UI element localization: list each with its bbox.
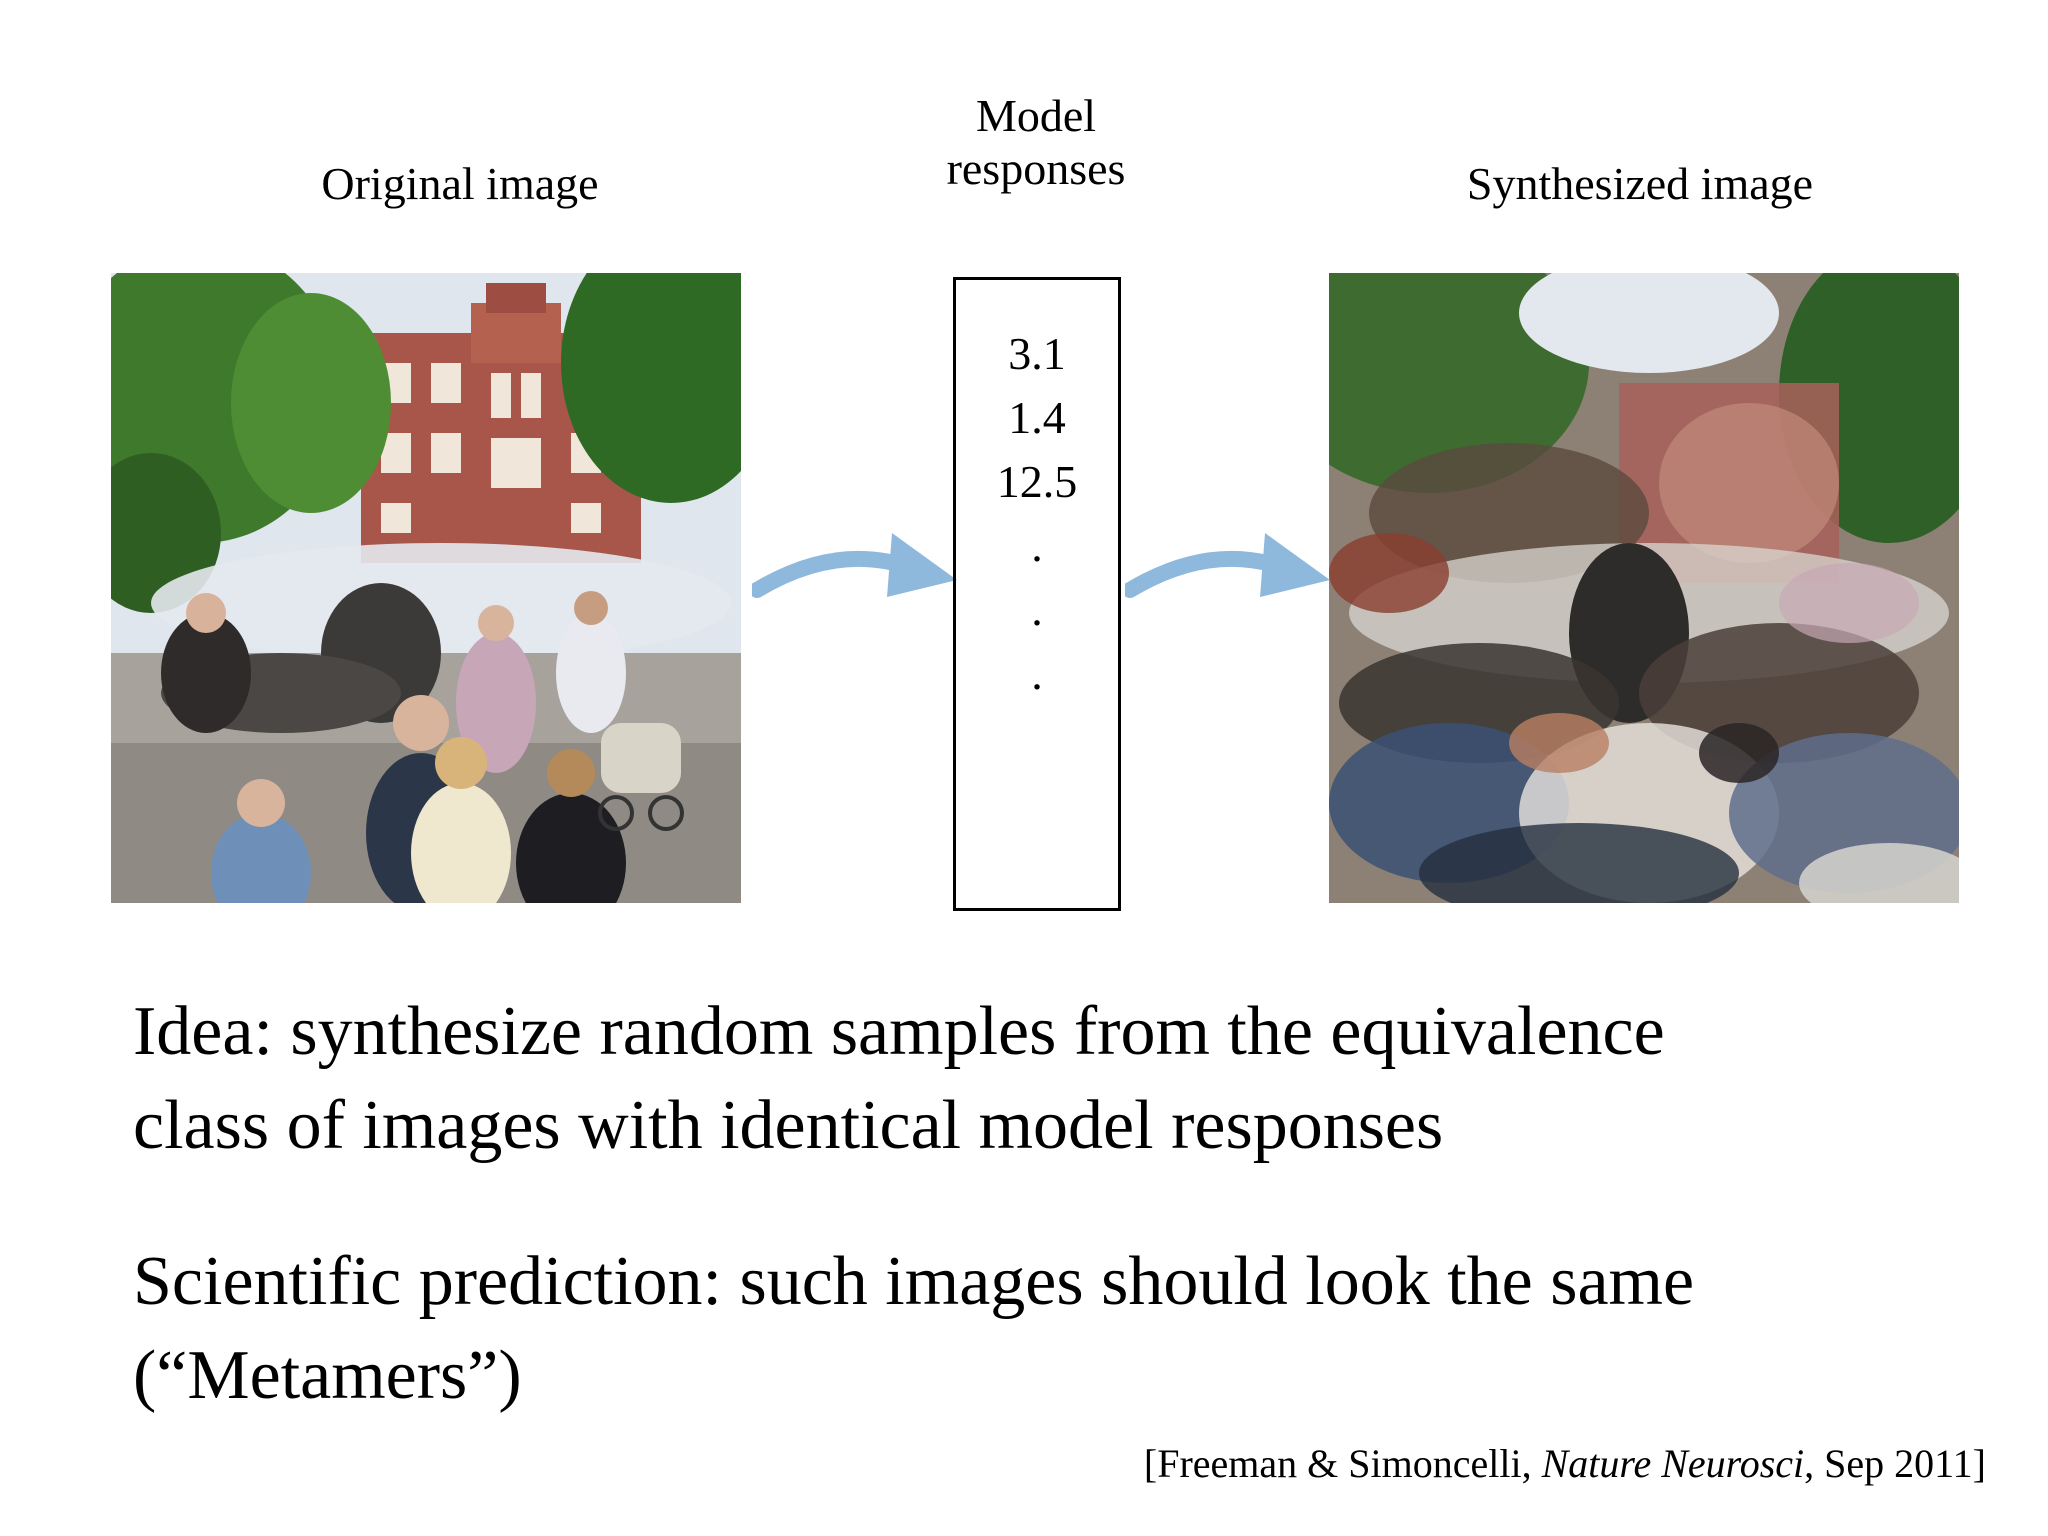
citation-suffix: , Sep 2011]: [1804, 1441, 1986, 1486]
response-value: 3.1: [1008, 328, 1066, 379]
idea-line1: Idea: synthesize random samples from the…: [133, 993, 1665, 1070]
response-value: 12.5: [996, 456, 1078, 507]
prediction-text: Scientific prediction: such images shoul…: [133, 1235, 1694, 1423]
citation: [Freeman & Simoncelli, Nature Neurosci, …: [1144, 1440, 1986, 1487]
response-value: 1.4: [1008, 392, 1066, 443]
model-responses-box: 3.1 1.4 12.5 . . .: [953, 277, 1121, 911]
citation-journal: Nature Neurosci: [1541, 1441, 1805, 1486]
model-label-line2: responses: [946, 142, 1126, 194]
ellipsis-dot: .: [1031, 648, 1043, 699]
prediction-line2: (“Metamers”): [133, 1337, 522, 1414]
response-ellipsis: . . .: [956, 514, 1118, 706]
response-values: 3.1 1.4 12.5: [956, 322, 1118, 514]
citation-prefix: [Freeman & Simoncelli,: [1143, 1441, 1542, 1486]
model-responses-label: Model responses: [886, 90, 1186, 196]
ellipsis-dot: .: [1031, 520, 1043, 571]
original-image-label: Original image: [321, 158, 599, 209]
ellipsis-dot: .: [1031, 584, 1043, 635]
prediction-line1: Scientific prediction: such images shoul…: [133, 1243, 1695, 1320]
original-photo: [111, 273, 741, 903]
arrow-to-synthesized-icon: [1122, 525, 1335, 615]
synthesized-image-label: Synthesized image: [1466, 158, 1814, 209]
model-label-line1: Model: [975, 90, 1097, 141]
synthesized-photo: [1329, 273, 1959, 903]
arrow-to-responses-icon: [749, 525, 962, 615]
idea-line2: class of images with identical model res…: [133, 1087, 1444, 1164]
idea-text: Idea: synthesize random samples from the…: [133, 985, 1665, 1173]
